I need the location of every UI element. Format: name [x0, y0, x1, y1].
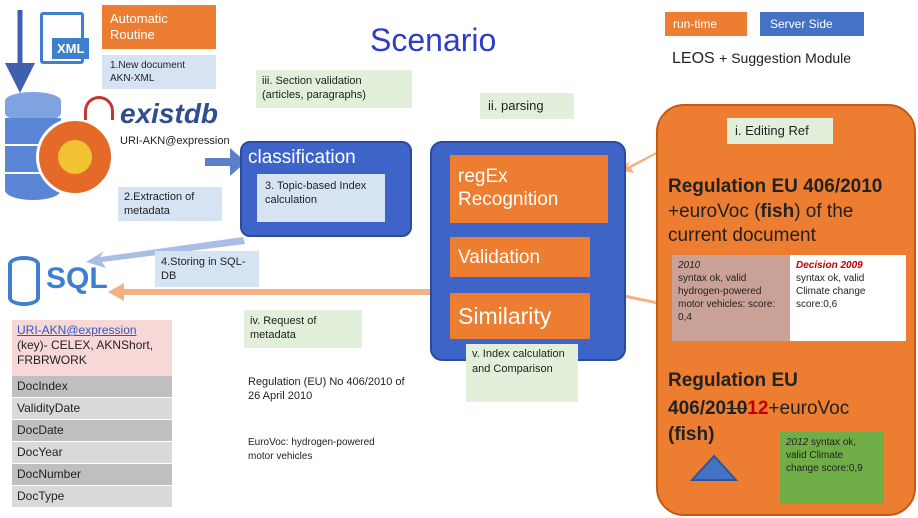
regulation-1-title: Regulation EU 406/2010 [668, 176, 883, 197]
page-title: Scenario [370, 22, 497, 58]
reg1-pre: +euroVoc ( [668, 201, 761, 222]
decision-2009-title: Decision 2009 [796, 260, 863, 271]
uri-akn-label: URI-AKN@expression [120, 135, 230, 147]
existdb-logo: existdb [120, 98, 219, 129]
automatic-routine-box: Automatic Routine [102, 5, 216, 49]
result-2010-year: 2010 [678, 260, 701, 271]
index-calculation-box: v. Index calculation and Comparison [466, 344, 578, 402]
table-row: DocIndex [12, 376, 172, 398]
regulation-2-number: 406/201012+euroVoc [668, 398, 849, 420]
result-2010-text: syntax ok, valid hydrogen-powered motor … [678, 273, 776, 323]
editing-ref-box: i. Editing Ref [727, 118, 833, 144]
regulation-2-fish: (fish) [668, 424, 715, 445]
table-header: URI-AKN@expression (key)- CELEX, AKNShor… [12, 320, 172, 376]
arrow-sql-similarity [108, 283, 446, 301]
regex-recognition-box: regEx Recognition [450, 155, 608, 223]
sql-label: SQL [46, 262, 108, 295]
legend-runtime: run-time [665, 12, 747, 36]
reg2-post: +euroVoc [768, 398, 850, 419]
reg2-strike: 10 [726, 398, 748, 419]
reg1-post: ) of the current document [668, 201, 854, 246]
result-2012-box: 2012 syntax ok, valid Climate change sco… [780, 432, 884, 504]
topic-based-box: 3. Topic-based Index calculation [257, 174, 385, 222]
storing-box: 4.Storing in SQL-DB [155, 251, 259, 287]
sql-database-icon [8, 256, 40, 306]
table-row: DocDate [12, 420, 172, 442]
classification-title: classification [248, 147, 356, 168]
leos-text: LEOS [672, 50, 715, 67]
validation-box: Validation [450, 237, 590, 277]
gear-center [58, 140, 92, 174]
signal-icon [84, 96, 114, 120]
xml-label: XML [52, 38, 90, 59]
parsing-box: ii. parsing [480, 93, 574, 119]
legend-server-side: Server Side [760, 12, 864, 36]
new-document-box: 1.New document AKN-XML [102, 55, 216, 89]
reg1-fish: fish [760, 201, 795, 222]
table-row: ValidityDate [12, 398, 172, 420]
extraction-box: 2.Extraction of metadata [118, 187, 222, 221]
reg2-prefix: 406/20 [668, 398, 727, 419]
table-header-rest: (key)- CELEX, AKNShort, FRBRWORK [17, 338, 154, 367]
arrow-db-to-classification [205, 148, 246, 176]
result-2012-text: syntax ok, valid Climate change score:0,… [786, 437, 863, 474]
metadata-table: DocIndex ValidityDate DocDate DocYear Do… [12, 376, 172, 508]
up-arrow-icon [690, 454, 738, 481]
result-2010-box: 2010 syntax ok, valid hydrogen-powered m… [672, 255, 790, 341]
table-header-link[interactable]: URI-AKN@expression [17, 323, 137, 337]
table-row: DocNumber [12, 464, 172, 486]
similarity-box: Similarity [450, 293, 590, 339]
regulation-text: Regulation (EU) No 406/2010 of 26 April … [248, 376, 405, 402]
request-metadata-box: iv. Request of metadata [244, 310, 362, 348]
result-2012-year: 2012 [786, 437, 809, 448]
reg2-new: 12 [747, 398, 769, 419]
arrow-similarity-2010 [598, 287, 672, 310]
eurovoc-text: EuroVoc: hydrogen-powered motor vehicles [248, 437, 375, 462]
table-row: DocYear [12, 442, 172, 464]
decision-2009-box: Decision 2009 syntax ok, valid Climate c… [790, 255, 906, 341]
table-row: DocType [12, 486, 172, 508]
decision-2009-text: syntax ok, valid Climate change score:0,… [796, 273, 866, 310]
section-validation-box: iii. Section validation (articles, parag… [256, 70, 412, 108]
leos-label: LEOS + Suggestion Module [672, 50, 851, 68]
suggestion-text: + Suggestion Module [719, 50, 852, 66]
regulation-1-eurovoc: +euroVoc (fish) of the current document [668, 200, 908, 248]
regulation-2-title: Regulation EU [668, 370, 798, 391]
